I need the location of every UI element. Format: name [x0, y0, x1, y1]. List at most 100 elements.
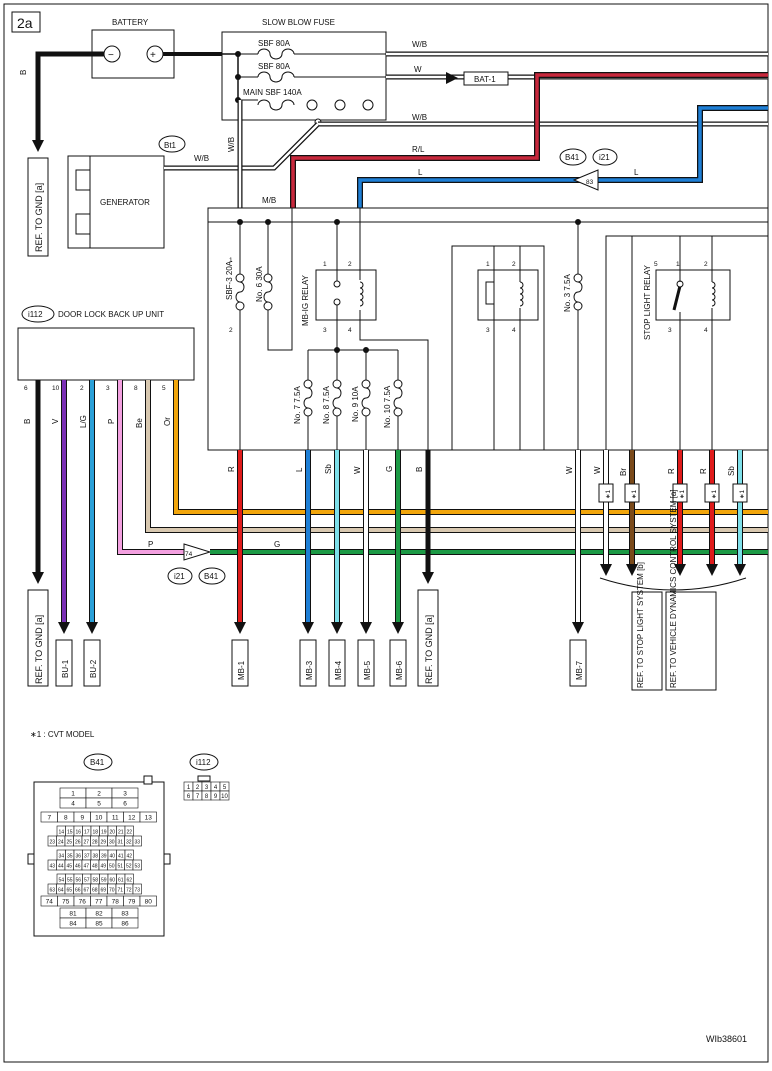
drawing-number: WIb38601 [706, 1034, 747, 1044]
b41-pin-number: 65 [66, 888, 72, 894]
wire-label: P [107, 419, 116, 424]
ref-stop-light-box [631, 591, 663, 691]
terminal-bu2: BU-2 [89, 659, 98, 678]
b41-pin-number: 11 [112, 815, 119, 822]
terminal-bu1: BU-1 [61, 659, 70, 678]
i112-pin-number: 9 [214, 794, 218, 800]
b41-pin-number: 28 [92, 840, 98, 846]
terminal-mb5: MB-5 [363, 660, 372, 680]
b41-pin-number: 66 [75, 888, 81, 894]
b41-pin-number: 14 [58, 830, 64, 836]
cvt-mark: ∗1 [739, 490, 746, 499]
b41-pin-cell [111, 797, 139, 809]
b41-pin-number: 85 [95, 921, 103, 928]
wire-wb-vertical-label: W/B [227, 137, 236, 152]
wire-wb-generator-label: W/B [194, 154, 209, 163]
b41-pin-number: 15 [67, 830, 73, 836]
ref-gnd-left-box [27, 589, 49, 687]
cvt-mark: ∗1 [679, 490, 686, 499]
page-id: 2a [17, 15, 33, 31]
b41-pin-number: 57 [84, 878, 90, 884]
wire-l-right-label: L [634, 168, 639, 177]
b41-pin-number: 13 [145, 815, 153, 822]
i112-pin-number: 7 [196, 794, 200, 800]
b41-pin-number: 75 [62, 899, 70, 906]
wire-label: Or [163, 417, 172, 426]
main-sbf-140a-label: MAIN SBF 140A [243, 88, 302, 97]
pin-83: 83 [586, 179, 594, 186]
b41-pin-number: 30 [109, 840, 115, 846]
b41-pin-number: 63 [49, 888, 55, 894]
b41-pin-number: 56 [75, 878, 81, 884]
stop-light-relay-label: STOP LIGHT RELAY [643, 264, 652, 340]
wire-w-top-label: W [414, 65, 422, 74]
b41-pin-cell [132, 859, 142, 871]
b41-pin-number: 81 [69, 911, 77, 918]
pin-label: 6 [24, 385, 28, 392]
pin-label: 10 [52, 385, 60, 392]
i112-pin-number: 2 [196, 785, 200, 791]
b41-pin-number: 10 [95, 815, 103, 822]
b41-pin-number: 23 [49, 840, 55, 846]
wire-l-left-label: L [418, 168, 423, 177]
b41-pin-number: 24 [58, 840, 64, 846]
cvt-mark: ∗1 [631, 490, 638, 499]
b41-pin-number: 47 [83, 864, 89, 870]
b41-pin-number: 54 [58, 878, 64, 884]
generator-body [89, 155, 165, 249]
cvt-model-note: ∗1 : CVT MODEL [30, 730, 95, 739]
b41-pin-number: 48 [92, 864, 98, 870]
page-id-box [11, 11, 41, 33]
pin-label: 2 [704, 261, 708, 268]
b41-pin-number: 22 [126, 830, 132, 836]
generator-label: GENERATOR [100, 198, 150, 207]
b41-pin-number: 4 [71, 801, 75, 808]
unit-wire-or [174, 380, 768, 514]
wire-label: P [148, 540, 153, 549]
ref-gnd-top-box [27, 157, 49, 257]
conn-i21-top: i21 [599, 153, 610, 162]
b41-pin-number: 38 [92, 854, 98, 860]
b41-pin-number: 82 [95, 911, 103, 918]
b41-pin-number: 16 [75, 830, 81, 836]
wire-wb-mid-label: W/B [412, 113, 427, 122]
b41-pin-number: 39 [101, 854, 107, 860]
bat1-box [463, 71, 509, 86]
b41-pin-number: 69 [100, 888, 106, 894]
b41-pin-number: 19 [101, 830, 107, 836]
fuse-no8-label: No. 8 7.5A [322, 386, 331, 424]
b41-pin-number: 53 [134, 864, 140, 870]
b41-pin-number: 72 [126, 888, 132, 894]
b41-pin-number: 83 [121, 911, 129, 918]
pin-label: 3 [323, 327, 327, 334]
pin-83-connector [572, 169, 599, 191]
fuse-no6 [263, 281, 273, 303]
conn-bt1: Bt1 [164, 141, 177, 150]
sbf-80a-2 [257, 71, 295, 83]
fuse-no10 [393, 387, 403, 409]
ref-stop-light: REF. TO STOP LIGHT SYSTEM [b] [636, 562, 645, 688]
b41-pin-number: 71 [117, 888, 123, 894]
wire-label: Sb [324, 464, 333, 474]
ref-gnd-top: REF. TO GND [a] [34, 183, 44, 252]
conn-b41-bottom: B41 [204, 572, 219, 581]
sbf-80a-2-label: SBF 80A [258, 62, 291, 71]
pin-label: 1 [676, 261, 680, 268]
b41-pin-number: 46 [75, 864, 81, 870]
battery-ground-arrow [32, 140, 44, 152]
b41-pin-number: 21 [118, 830, 124, 836]
pin-label: 5 [162, 385, 166, 392]
fuse-sbf3-label: SBF-3 20A [225, 260, 234, 300]
conn-i112: i112 [28, 310, 43, 319]
sbf-80a-1 [257, 48, 295, 60]
wire-label: R [699, 468, 708, 474]
wire-label: W [565, 466, 574, 474]
b41-pin-number: 67 [83, 888, 89, 894]
fuse-no10-label: No. 10 7.5A [383, 385, 392, 428]
i112-pin-number: 5 [223, 785, 227, 791]
b41-pin-number: 70 [109, 888, 115, 894]
wire-label: L [295, 467, 304, 472]
battery-ground-wire-color: B [19, 70, 28, 75]
b41-pin-number: 3 [123, 791, 127, 798]
